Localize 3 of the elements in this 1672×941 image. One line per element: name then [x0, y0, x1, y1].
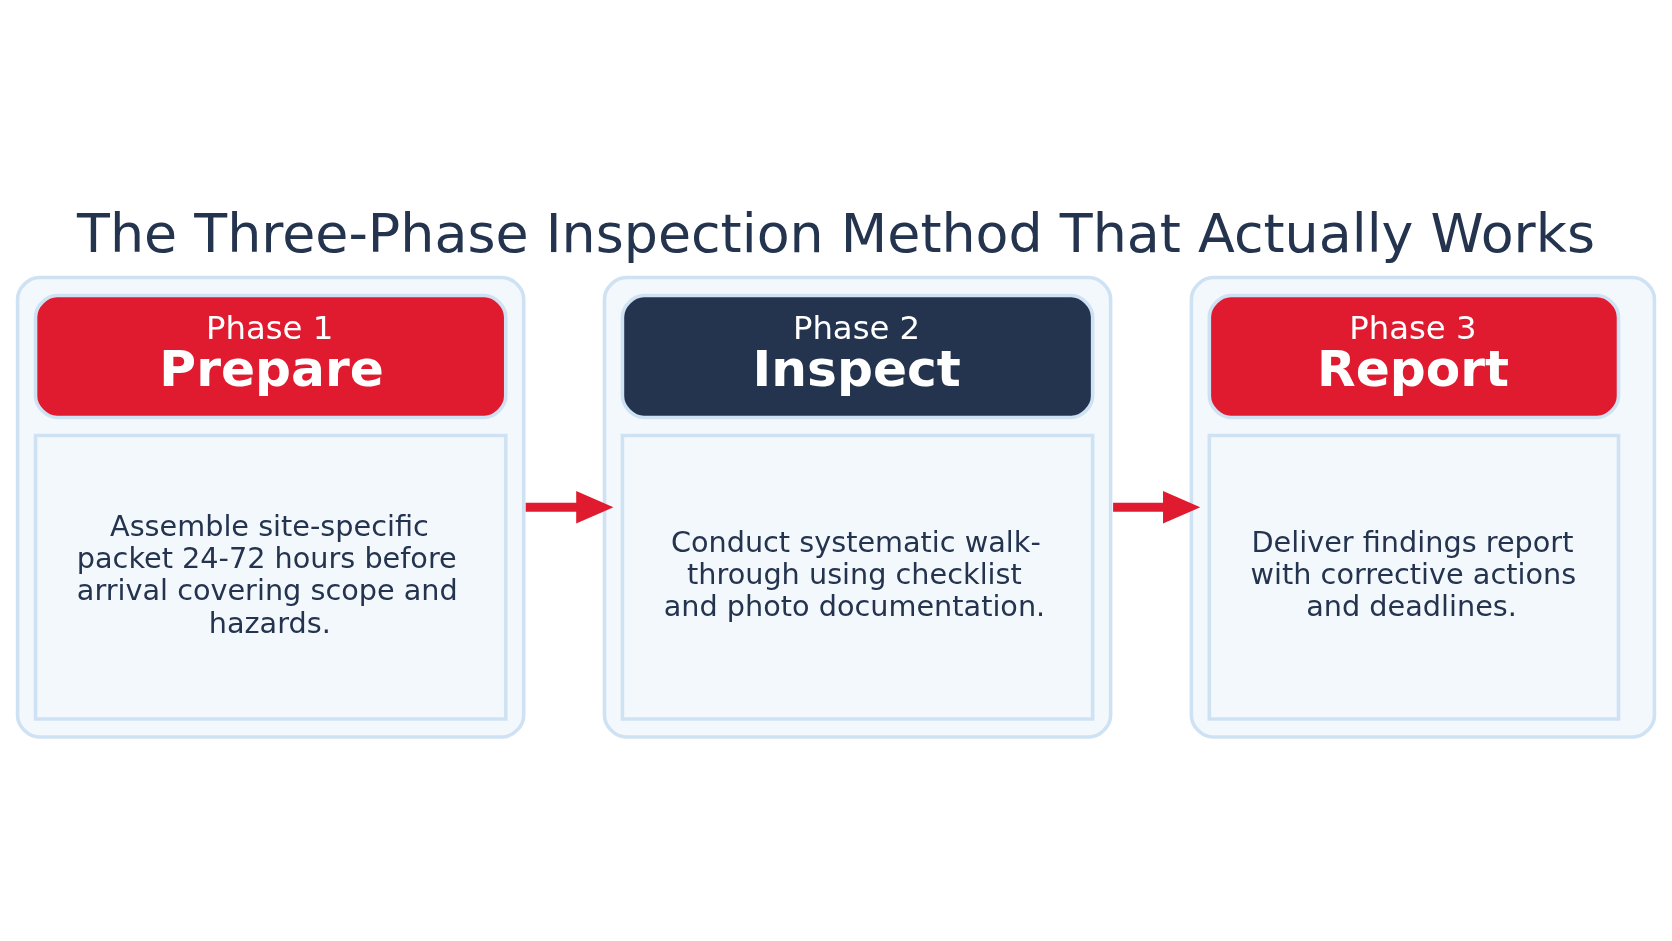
arrow: [525, 491, 614, 524]
arrow: [1113, 491, 1201, 524]
diagram-title: The Three-Phase Inspection Method That Actually Works: [77, 202, 1595, 266]
